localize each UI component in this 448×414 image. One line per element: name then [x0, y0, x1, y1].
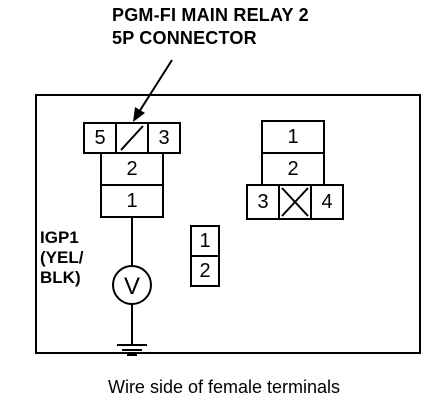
connector-panel	[35, 94, 421, 354]
diagram-title-line2: 5P CONNECTOR	[112, 28, 257, 48]
x-mark-icon	[281, 187, 309, 217]
slash-mark-icon	[120, 125, 144, 151]
connector-c-terminal-2: 2	[190, 255, 220, 287]
leader-line	[138, 59, 173, 113]
wire-label-igp1: IGP1 (YEL/ BLK)	[40, 228, 84, 287]
terminal-3: 3	[147, 122, 181, 154]
connector-b-blank-crossed	[278, 184, 312, 220]
diagram-caption: Wire side of female terminals	[107, 377, 341, 397]
voltmeter-icon: V	[112, 265, 152, 305]
terminal-1: 1	[100, 184, 164, 218]
ground-icon	[117, 344, 147, 356]
diagram-title-line1: PGM-FI MAIN RELAY 2	[112, 5, 309, 25]
leader-arrowhead-icon	[133, 107, 145, 122]
voltmeter-symbol: V	[124, 273, 140, 300]
connector-b-terminal-3: 3	[246, 184, 280, 220]
connector-b-terminal-4: 4	[310, 184, 344, 220]
